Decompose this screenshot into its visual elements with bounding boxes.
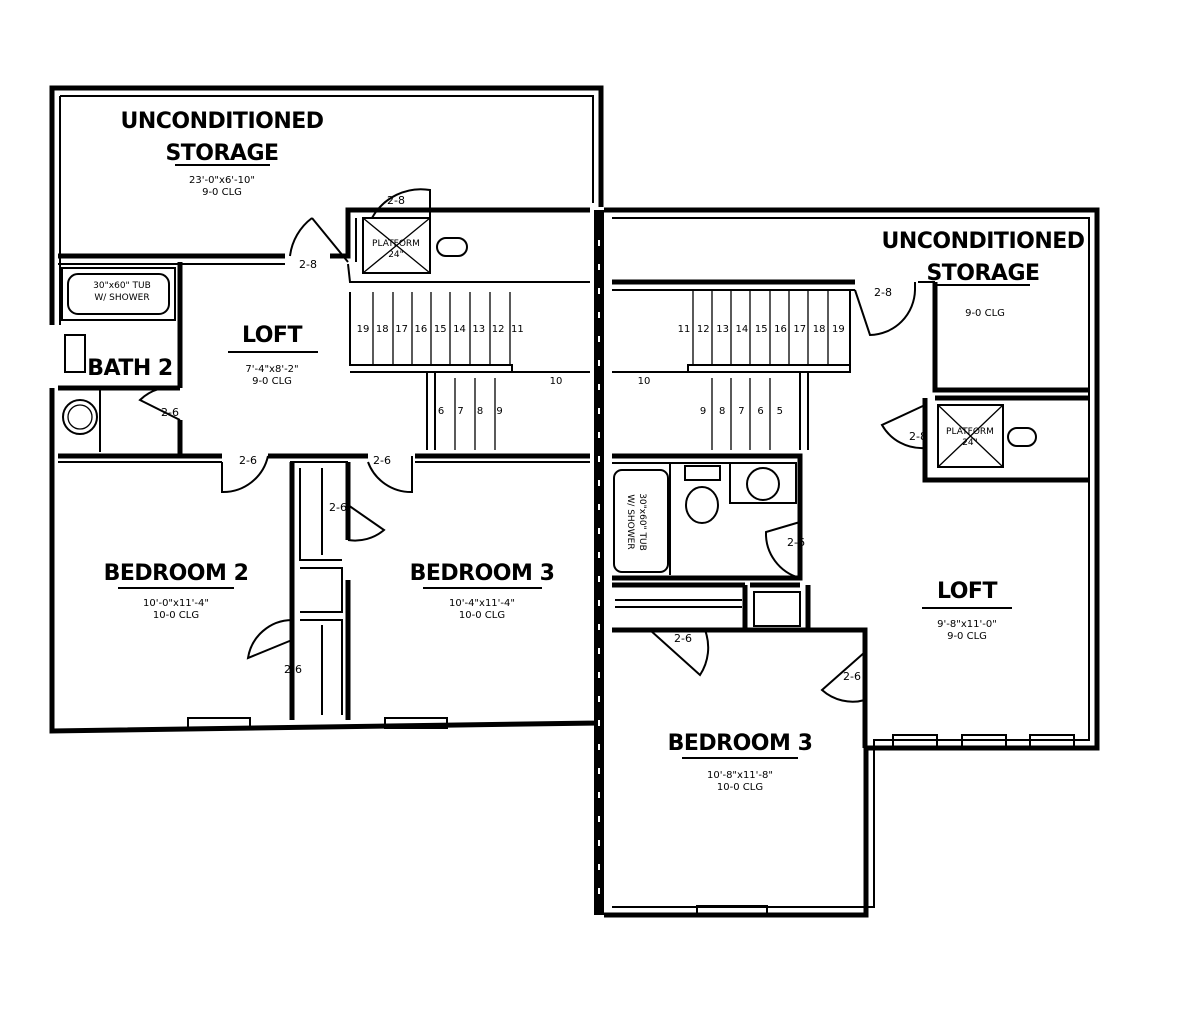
stair-tread-left-18: 18 bbox=[376, 324, 389, 335]
bedroom3-right-dims: 10'-8"x11'-8" bbox=[707, 770, 773, 781]
stair-right-landing-number: 10 bbox=[638, 376, 651, 387]
stair-tread-left-12: 12 bbox=[492, 324, 505, 335]
door-label-storage-right: 2-8 bbox=[874, 286, 892, 299]
stair-numbers-right-lower: 9 8 7 6 5 bbox=[700, 406, 783, 417]
party-wall bbox=[594, 210, 604, 915]
stair-tread-left-19: 19 bbox=[357, 324, 370, 335]
stair-left-landing-number: 10 bbox=[550, 376, 563, 387]
stair-tread-left-lower-8: 8 bbox=[477, 406, 483, 417]
storage-left-ceiling: 9-0 CLG bbox=[202, 187, 242, 198]
stair-tread-right-12: 12 bbox=[697, 324, 710, 335]
stair-tread-right-lower-9: 9 bbox=[700, 406, 706, 417]
door-label-closet-hall: 2-6 bbox=[329, 501, 347, 514]
stair-tread-left-lower-9: 9 bbox=[496, 406, 502, 417]
stair-tread-left-16: 16 bbox=[415, 324, 428, 335]
stair-left-upper-treads bbox=[372, 292, 511, 365]
storage-left-dims: 23'-0"x6'-10" bbox=[189, 175, 255, 186]
stair-tread-left-17: 17 bbox=[395, 324, 408, 335]
bedroom2-name: BEDROOM 2 bbox=[104, 561, 249, 586]
stair-tread-left-11: 11 bbox=[511, 324, 524, 335]
bedroom2-ceiling: 10-0 CLG bbox=[153, 610, 199, 621]
stair-tread-right-lower-8: 8 bbox=[719, 406, 725, 417]
door-label-bedroom3-left-entry: 2-6 bbox=[373, 454, 391, 467]
door-label-attic-left: 2-8 bbox=[387, 194, 405, 207]
tub-left-line1: 30"x60" TUB bbox=[93, 281, 151, 291]
bedroom3-left-dims: 10'-4"x11'-4" bbox=[449, 598, 515, 609]
door-label-closet-bedroom2: 2-6 bbox=[284, 663, 302, 676]
left-unit bbox=[49, 85, 604, 734]
storage-left-wall bbox=[58, 207, 590, 259]
stair-tread-right-15: 15 bbox=[755, 324, 768, 335]
door-label-attic-right: 2-8 bbox=[909, 430, 927, 443]
bedroom3-left-name: BEDROOM 3 bbox=[410, 561, 555, 586]
stair-tread-right-lower-6: 6 bbox=[757, 406, 763, 417]
loft-left-name: LOFT bbox=[242, 323, 302, 348]
stair-tread-right-18: 18 bbox=[813, 324, 826, 335]
bedroom3-right-ceiling: 10-0 CLG bbox=[717, 782, 763, 793]
loft-left-ceiling: 9-0 CLG bbox=[252, 376, 292, 387]
door-label-bedroom3-right-closet: 2-6 bbox=[674, 632, 692, 645]
storage-left-name-line2: STORAGE bbox=[165, 141, 278, 166]
storage-right-wall bbox=[922, 282, 1089, 483]
storage-right-name-line1: UNCONDITIONED bbox=[881, 229, 1084, 254]
loft-right-dims: 9'-8"x11'-0" bbox=[937, 619, 997, 630]
door-label-storage-left: 2-8 bbox=[299, 258, 317, 271]
stair-numbers-right-upper: 11 12 13 14 15 16 17 18 19 bbox=[678, 324, 845, 335]
storage-right-name-line2: STORAGE bbox=[926, 261, 1039, 286]
platform-left-line1: PLATFORM bbox=[372, 239, 420, 249]
stair-tread-left-15: 15 bbox=[434, 324, 447, 335]
stair-tread-right-13: 13 bbox=[716, 324, 729, 335]
storage-right-ceiling: 9-0 CLG bbox=[965, 308, 1005, 319]
stair-tread-right-lower-7: 7 bbox=[738, 406, 744, 417]
tub-right-line2: W/ SHOWER bbox=[625, 494, 635, 549]
platform-left-line2: 24" bbox=[388, 250, 404, 260]
stair-tread-right-lower-5: 5 bbox=[777, 406, 783, 417]
loft-left-dims: 7'-4"x8'-2" bbox=[245, 364, 298, 375]
stair-tread-left-lower-7: 7 bbox=[457, 406, 463, 417]
platform-right-line2: 24" bbox=[962, 438, 978, 448]
door-label-bath2: 2-6 bbox=[161, 406, 179, 419]
right-unit bbox=[604, 207, 1100, 918]
left-outer-wall bbox=[49, 85, 604, 734]
bedroom3-right-name: BEDROOM 3 bbox=[668, 731, 813, 756]
stair-tread-right-16: 16 bbox=[774, 324, 787, 335]
stair-tread-left-14: 14 bbox=[453, 324, 466, 335]
door-label-bedroom2-entry: 2-6 bbox=[239, 454, 257, 467]
stair-tread-right-17: 17 bbox=[793, 324, 806, 335]
loft-right-name: LOFT bbox=[937, 579, 997, 604]
stair-tread-left-13: 13 bbox=[472, 324, 485, 335]
platform-right-line1: PLATFORM bbox=[946, 427, 994, 437]
stair-numbers-left-upper: 19 18 17 16 15 14 13 12 11 bbox=[357, 324, 524, 335]
stair-tread-left-lower-6: 6 bbox=[438, 406, 444, 417]
stair-tread-right-11: 11 bbox=[678, 324, 691, 335]
bedroom3-left-ceiling: 10-0 CLG bbox=[459, 610, 505, 621]
stair-tread-right-19: 19 bbox=[832, 324, 845, 335]
bedroom2-dims: 10'-0"x11'-4" bbox=[143, 598, 209, 609]
stair-tread-right-14: 14 bbox=[736, 324, 749, 335]
door-label-bath-right: 2-6 bbox=[787, 536, 805, 549]
loft-right-ceiling: 9-0 CLG bbox=[947, 631, 987, 642]
tub-left-line2: W/ SHOWER bbox=[94, 293, 149, 303]
stair-numbers-left-lower: 6 7 8 9 bbox=[438, 406, 503, 417]
tub-right-line1: 30"x60" TUB bbox=[637, 493, 647, 551]
bath2-name: BATH 2 bbox=[87, 356, 172, 381]
storage-left-name-line1: UNCONDITIONED bbox=[120, 109, 323, 134]
door-label-bedroom3-right-entry: 2-6 bbox=[843, 670, 861, 683]
